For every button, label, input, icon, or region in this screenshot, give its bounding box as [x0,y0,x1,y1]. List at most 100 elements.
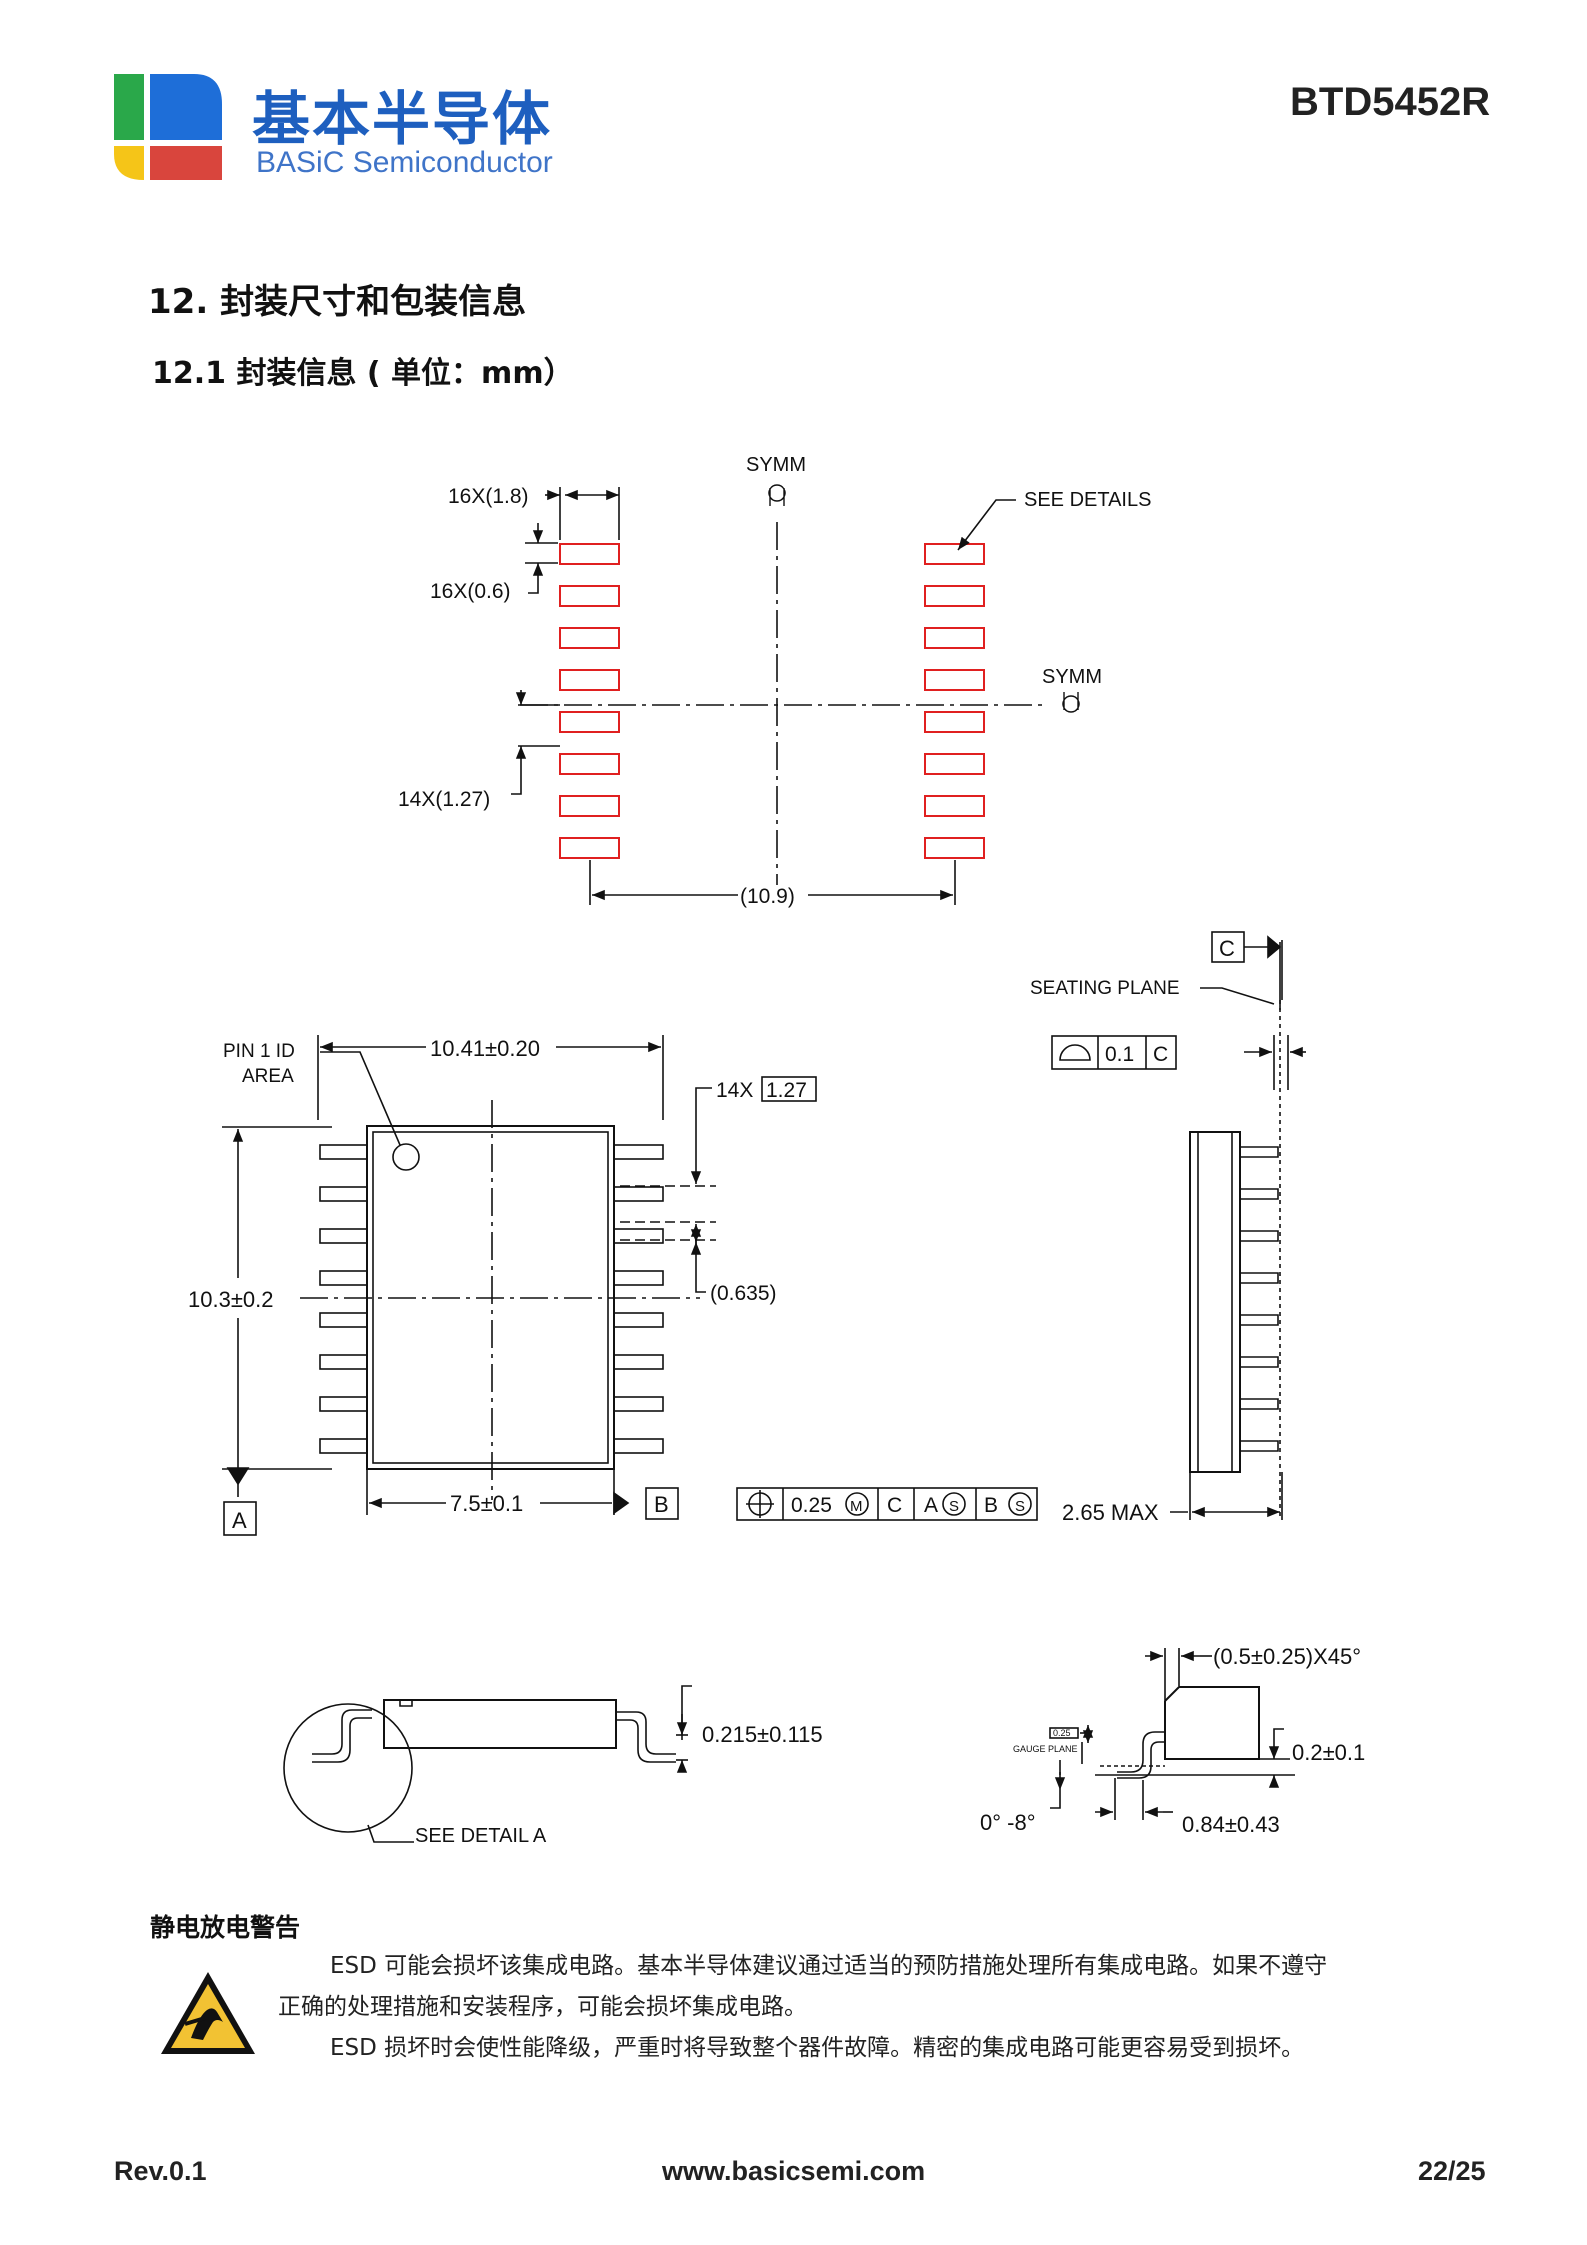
side-lead [1240,1398,1279,1410]
land-pad [924,711,985,733]
leads-right [613,1144,664,1454]
land-pad [559,753,620,775]
land-pad [924,585,985,607]
land-pad [559,585,620,607]
company-name-cn: 基本半导体 [252,85,553,153]
pin1-area-label: AREA [242,1066,294,1087]
position-tol-modifier: M [850,1498,863,1515]
package-lead [319,1270,368,1286]
part-number: BTD5452R [1290,80,1491,124]
section-subtitle: 12.1 封装信息 ( 单位：mm） [152,356,574,391]
symm-top-label: SYMM [746,454,806,476]
pitch-count-label: 14X [716,1079,753,1102]
side-lead [1240,1314,1279,1326]
lead-thickness-label: 0.215±0.115 [702,1722,823,1747]
land-pad [924,669,985,691]
side-lead [1240,1356,1279,1368]
position-tol-ref-c: C [887,1494,902,1517]
symm-right-label: SYMM [1042,666,1102,688]
side-lead [1240,1440,1279,1452]
package-lead [613,1438,664,1454]
pads-left [559,543,620,859]
leads-left [319,1144,368,1454]
position-tol-ref-b: B [984,1494,998,1517]
package-lead [319,1354,368,1370]
package-lead [319,1186,368,1202]
land-pad [924,795,985,817]
package-lead [319,1438,368,1454]
package-lead [319,1396,368,1412]
datum-c: C [1219,936,1235,961]
package-lead [613,1396,664,1412]
land-pad [924,753,985,775]
esd-line-2: 正确的处理措施和安装程序，可能会损坏集成电路。 [278,1994,807,2020]
position-tolerance-frame [736,1487,1038,1521]
position-tol-mod-a: S [949,1498,959,1515]
pin1-label: PIN 1 ID [223,1041,295,1062]
top-view [222,1035,817,1515]
datum-a: A [232,1508,247,1533]
package-lead [613,1312,664,1328]
side-view [1170,931,1306,1520]
land-pad [924,543,985,565]
pads-right [924,543,985,859]
package-lead [613,1354,664,1370]
package-lead [319,1144,368,1160]
package-lead [319,1228,368,1244]
esd-warning-icon [157,1968,259,2060]
lead-width-label: (0.635) [710,1282,777,1305]
land-pad [559,795,620,817]
land-pad [559,543,620,565]
see-detail-a-label: SEE DETAIL A [415,1825,547,1847]
package-lead [319,1312,368,1328]
lead-profile-view [283,1685,692,1843]
chamfer-label: (0.5±0.25)X45° [1213,1644,1361,1669]
standoff-label: 0.2±0.1 [1292,1740,1365,1765]
gauge-plane-label: GAUGE PLANE [1013,1744,1078,1754]
flatness-value: 0.1 [1105,1043,1134,1066]
revision: Rev.0.1 [114,2156,207,2186]
land-pattern [511,484,1080,905]
foot-length-label: 0.84±0.43 [1182,1812,1280,1837]
package-lead [613,1144,664,1160]
height-label: 10.3±0.2 [188,1287,273,1312]
land-pad [559,837,620,859]
height-max-label: 2.65 MAX [1062,1500,1159,1525]
datum-b: B [654,1492,669,1517]
package-lead [613,1186,664,1202]
company-name-en: BASiC Semiconductor [256,146,553,179]
side-lead [1240,1146,1279,1158]
land-pad [559,627,620,649]
width-label: 10.41±0.20 [430,1036,540,1061]
land-pad [924,627,985,649]
angle-label: 0° -8° [980,1810,1036,1835]
side-lead [1240,1188,1279,1200]
esd-title: 静电放电警告 [150,1913,301,1942]
seating-plane-label: SEATING PLANE [1030,978,1180,999]
package-drawing: SYMM SYMM 16X(1.8) 16X(0.6) 14X(1.27) SE… [188,454,1365,1847]
land-pad [924,837,985,859]
land-pad [559,669,620,691]
esd-line-1: ESD 可能会损坏该集成电路。基本半导体建议通过适当的预防措施处理所有集成电路。… [330,1953,1328,1979]
pad-width-label: 16X(1.8) [448,485,529,508]
gauge-value: 0.25 [1053,1728,1071,1738]
side-lead [1240,1230,1279,1242]
flatness-ref: C [1153,1043,1168,1066]
side-leads [1240,1146,1279,1452]
see-details-label: SEE DETAILS [1024,489,1151,511]
pitch-box-label: 1.27 [766,1079,807,1102]
page-number: 22/25 [1418,2156,1486,2186]
body-width-label: 7.5±0.1 [450,1491,523,1516]
website-link[interactable]: www.basicsemi.com [662,2156,926,2186]
company-logo [114,74,224,182]
position-tol-mod-b: S [1015,1498,1025,1515]
position-tol-value: 0.25 [791,1494,832,1517]
detail-a [1049,1648,1295,1820]
side-lead [1240,1272,1279,1284]
flatness-frame [1051,1035,1177,1070]
pitch-label: 14X(1.27) [398,788,490,811]
land-pad [559,711,620,733]
package-lead [613,1228,664,1244]
position-tol-ref-a: A [924,1494,938,1517]
row-spacing-label: (10.9) [740,885,795,908]
